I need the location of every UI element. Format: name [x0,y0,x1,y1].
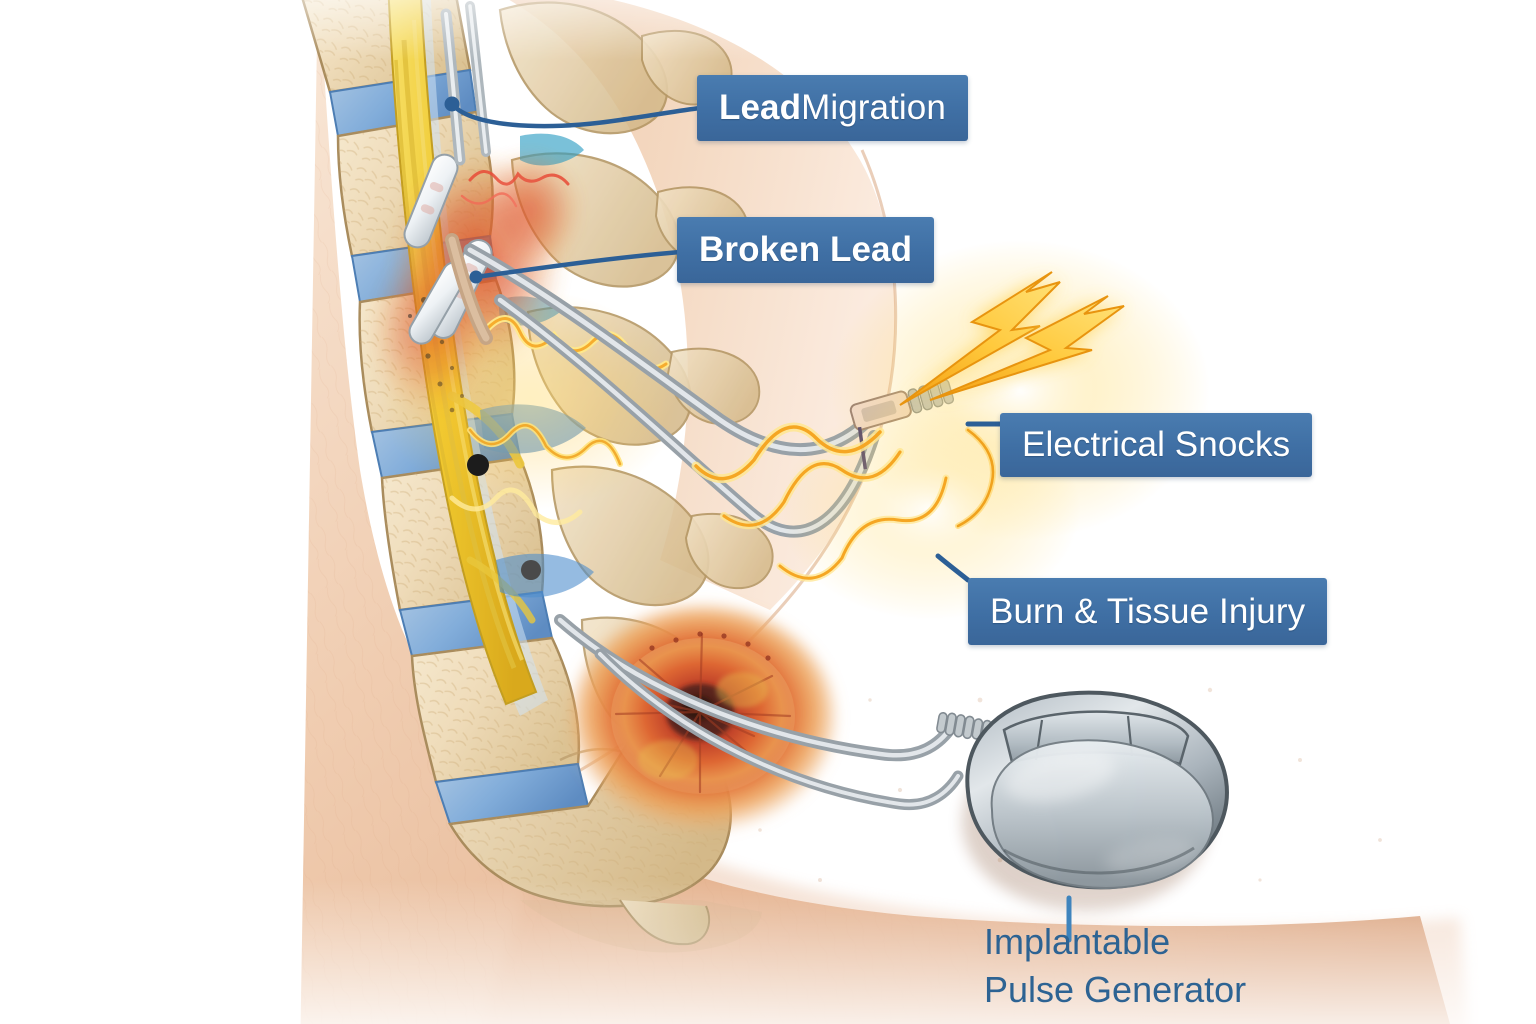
leader-line-lead-migration [449,101,703,129]
electrode-paddle [403,153,459,249]
lead-anchor [467,454,489,476]
burn-tissue-lesion [571,606,835,830]
lightning-bolt [929,295,1125,401]
ipg-label-line1: Implantable [984,921,1171,962]
lead-anchor [521,560,541,580]
callout-label: Burn & Tissue Injury [990,591,1306,631]
nerve-pain-signal [380,290,680,525]
callout-rest: Migration [801,88,946,127]
leader-line-broken-lead [473,249,683,280]
implantable-pulse-generator [962,690,1229,912]
callout-label: Electrical Snocks [1022,425,1291,464]
callout-burn-tissue-injury[interactable]: Burn & Tissue Injury [968,578,1328,645]
leader-lines [444,96,1072,943]
callout-electrical-shocks[interactable]: Electrical Snocks [1000,413,1313,477]
callout-broken-lead[interactable]: Broken Lead [677,217,935,283]
leader-line-burn-tissue [935,553,971,583]
top-fade [250,0,950,60]
callout-label: Broken Lead [699,230,913,269]
spark-wave [691,422,996,582]
label-implantable-pulse-generator[interactable]: Implantable Pulse Generator [984,918,1246,1014]
leader-endpoint [444,96,460,112]
ipg-label-line2: Pulse Generator [984,969,1247,1010]
callout-lead-migration[interactable]: Lead Migration [697,75,968,141]
ghost-reflection [520,900,762,953]
lightning-bolt [899,271,1061,406]
callout-keyword: Lead [719,88,802,127]
leader-endpoint [469,270,483,284]
left-fade [0,0,300,1024]
